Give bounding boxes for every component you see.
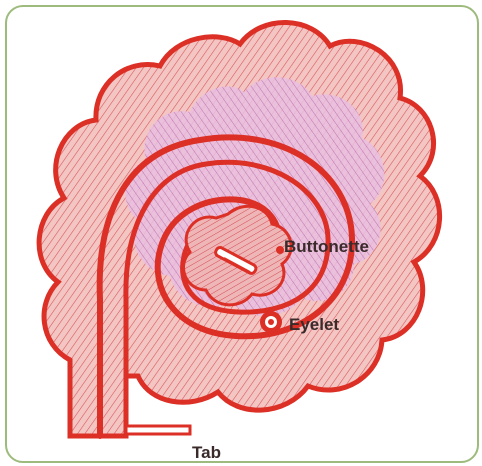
tab-label: Tab xyxy=(192,443,221,462)
buttonette-label: Buttonette xyxy=(284,237,369,256)
buttonette-marker xyxy=(276,246,284,254)
eyelet-label: Eyelet xyxy=(289,315,339,334)
tab-shape xyxy=(126,426,190,434)
eyelet-shape xyxy=(260,311,282,333)
